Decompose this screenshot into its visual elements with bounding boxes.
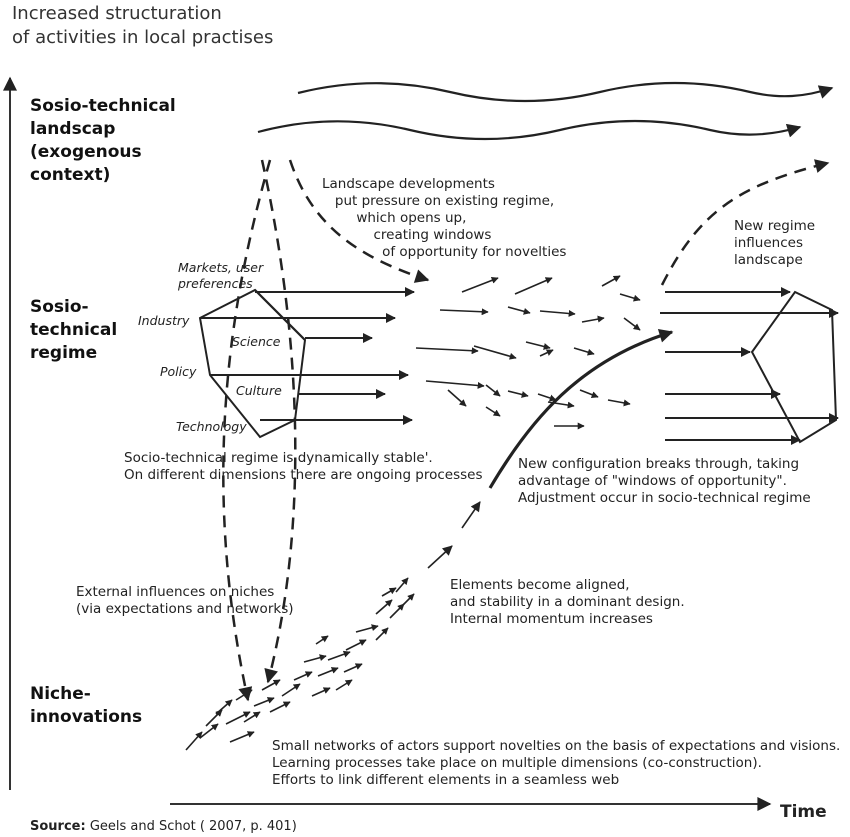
small-arrow: [539, 349, 554, 357]
small-arrow: [293, 671, 313, 681]
small-arrow: [573, 347, 595, 356]
small-arrow: [539, 309, 576, 317]
y-axis-label: Increased structuration of activities in…: [12, 3, 274, 48]
small-arrow: [345, 639, 367, 651]
trajectory-arrows: [427, 501, 481, 569]
small-arrow: [507, 306, 531, 315]
small-arrow: [601, 275, 621, 287]
new-regime-dashed-arrow: [660, 159, 830, 286]
old-regime-arrows: [200, 287, 415, 425]
small-arrow: [215, 699, 233, 715]
small-arrow: [537, 393, 557, 402]
annotation-landscape-pressure: Landscape developments put pressure on e…: [322, 176, 567, 260]
small-arrow: [261, 679, 281, 691]
small-arrow: [375, 599, 393, 615]
small-arrow: [381, 587, 397, 597]
small-arrow: [269, 701, 291, 713]
small-arrow: [507, 390, 529, 398]
small-arrow: [199, 723, 219, 739]
small-arrow: [485, 384, 501, 397]
dimension-markets: Markets, user preferences: [178, 260, 264, 291]
level-landscape: Sosio-technical landscap (exogenous cont…: [30, 96, 176, 185]
small-arrow: [225, 711, 251, 725]
small-arrow: [473, 345, 517, 360]
annotation-small-networks: Small networks of actors support novelti…: [272, 738, 841, 788]
small-arrow: [461, 277, 499, 293]
small-arrow: [315, 635, 329, 645]
old-regime-hexagon: [198, 288, 307, 439]
small-arrow: [205, 709, 223, 727]
small-arrow: [525, 341, 551, 350]
small-arrow: [579, 389, 599, 398]
small-arrow: [623, 317, 641, 331]
small-arrow: [485, 406, 501, 417]
old-regime-hex-edge: [254, 289, 306, 341]
small-arrow: [375, 627, 389, 641]
small-arrow: [389, 603, 405, 619]
annotation-breakthrough: New configuration breaks through, taking…: [518, 456, 811, 506]
small-arrow: [311, 687, 331, 697]
x-axis-label: Time: [780, 802, 827, 822]
level-regime: Sosio- technical regime: [30, 297, 118, 363]
small-arrow: [395, 577, 409, 593]
small-arrow: [327, 650, 351, 661]
external-influence-dashed-arrow-1: [222, 159, 272, 702]
breakthrough-curve: [488, 328, 674, 489]
small-arrow: [281, 683, 301, 697]
dimension-technology: Technology: [176, 419, 247, 434]
small-arrow: [317, 667, 339, 677]
annotation-new-regime: New regime influences landscape: [734, 218, 816, 268]
landscape-wave-top: [297, 81, 834, 103]
small-arrow: [243, 711, 261, 723]
source-note: Source: Geels and Schot ( 2007, p. 401): [30, 818, 297, 835]
annotation-external-influences: External influences on niches (via expec…: [76, 584, 294, 617]
small-arrow: [401, 593, 415, 607]
annotation-aligned: Elements become aligned, and stability i…: [450, 577, 685, 627]
small-arrow: [447, 389, 467, 407]
landscape-wave-bottom: [257, 119, 802, 141]
small-arrow: [415, 347, 479, 355]
dimension-culture: Culture: [236, 383, 282, 398]
small-arrow: [235, 689, 253, 701]
small-arrow: [425, 380, 485, 389]
small-arrow: [607, 399, 631, 407]
source-text: Geels and Schot ( 2007, p. 401): [85, 819, 297, 834]
small-arrow: [343, 663, 363, 673]
small-arrow: [547, 401, 575, 409]
annotation-regime-stable: Socio-technical regime is dynamically st…: [124, 450, 483, 483]
small-arrow: [229, 731, 255, 743]
landscape-pressure-dashed-arrow: [288, 159, 430, 283]
new-regime-arrows: [660, 287, 839, 445]
small-arrow: [335, 679, 353, 691]
external-influence-dashed-arrow-2: [260, 159, 297, 684]
small-arrow: [303, 654, 327, 663]
source-label: Source:: [30, 819, 86, 834]
small-arrow: [355, 624, 379, 633]
small-arrow: [185, 731, 203, 751]
dimension-policy: Policy: [160, 364, 197, 379]
small-arrow: [514, 277, 553, 295]
dimension-industry: Industry: [138, 313, 190, 328]
small-arrows: [185, 275, 641, 751]
new-regime-hexagon: [750, 290, 838, 444]
small-arrow: [253, 697, 275, 707]
small-arrow: [439, 308, 489, 316]
level-niche: Niche- innovations: [30, 684, 143, 727]
small-arrow: [581, 315, 605, 323]
small-arrow: [619, 293, 641, 302]
dimension-science: Science: [232, 334, 281, 349]
